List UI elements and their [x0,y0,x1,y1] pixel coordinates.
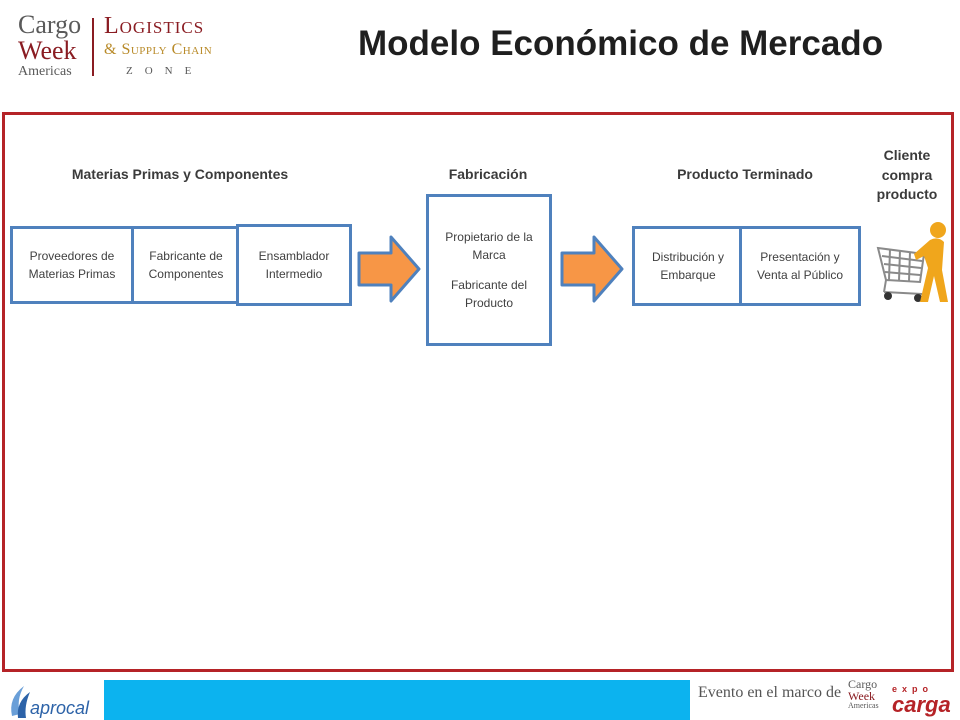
box-label-fabricante-producto: Fabricante del Producto [450,278,528,310]
logo-word: & Supply Chain [104,41,213,58]
box-label: Proveedores de Materias Primas [28,249,116,281]
logo-word: expo [892,684,934,694]
box-presentacion: Presentación y Venta al Público [739,226,861,306]
box-ensamblador: Ensamblador Intermedio [236,224,352,306]
logo-word: Cargo [848,677,878,691]
box-fabricacion: Propietario de la Marca Fabricante del P… [426,194,552,346]
diagram-frame [2,112,954,672]
logo-word: ZONE [126,65,204,77]
stage-heading-fabricacion: Fabricación [448,166,528,182]
footer-band [104,680,690,720]
shopping-cart-person-icon [876,222,948,302]
aprocal-wordmark: aprocal [30,698,90,718]
evento-text: Evento en el marco de [698,684,842,701]
logo-word: Week [18,36,77,65]
box-fabricante-componentes: Fabricante de Componentes [131,226,241,304]
page-title: Modelo Económico de Mercado [358,24,884,63]
logo-word: Cargo [18,10,82,39]
cargoweek-logo: Cargo Week Americas [18,12,92,79]
cliente-label: Cliente compra producto [876,147,938,203]
logo-word: Logistics [104,13,205,39]
box-label: Fabricante de Componentes [148,249,224,281]
logo-word: carga [892,692,951,717]
aprocal-logo-icon [11,686,30,718]
logistics-logo: Logistics & Supply Chain ZONE [104,14,254,77]
stage-heading-materias: Materias Primas y Componentes [71,166,289,182]
arrow-right-icon [560,235,624,303]
logo-word: Americas [18,64,72,79]
box-label-propietario: Propietario de la Marca [445,230,533,262]
logo-word: Week [848,689,876,703]
box-distribucion: Distribución y Embarque [632,226,744,306]
logo-divider [92,18,94,76]
box-label: Presentación y Venta al Público [756,250,844,282]
arrow-right-icon [357,235,421,303]
logo-word: Americas [848,701,879,710]
stage-heading-producto: Producto Terminado [677,166,813,182]
box-label: Ensamblador Intermedio [258,249,330,281]
cargoweek-small-logo: Cargo Week Americas [848,678,888,710]
box-proveedores: Proveedores de Materias Primas [10,226,134,304]
box-label: Distribución y Embarque [651,250,725,282]
expocarga-logo: expo carga [892,684,951,716]
